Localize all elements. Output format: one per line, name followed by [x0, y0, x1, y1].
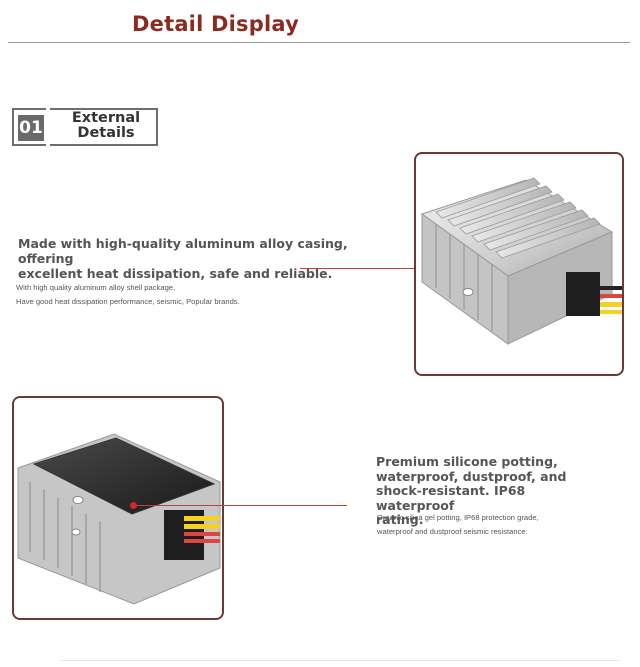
feature2-heading-line3: shock-resistant. IP68 waterproof: [376, 483, 526, 513]
feature1-sub-line1: With high quality aluminum alloy shell p…: [16, 283, 176, 292]
section-number: 01: [18, 115, 44, 141]
feature1-heading-line2: excellent heat dissipation, safe and rel…: [18, 266, 333, 281]
feature2-heading: Premium silicone potting, waterproof, du…: [376, 454, 606, 528]
label-text-frame: [50, 108, 158, 146]
header-divider: [8, 42, 630, 43]
feature2-heading-line1: Premium silicone potting,: [376, 454, 558, 469]
feature1-heading: Made with high-quality aluminum alloy ca…: [18, 236, 398, 281]
label-frame: [12, 108, 46, 146]
product-photo-top: [414, 152, 624, 376]
feature2-pointer-dot: [130, 502, 137, 509]
converter-top-illustration: [420, 177, 622, 345]
converter-bottom-illustration: [17, 433, 221, 605]
page-title: Detail Display: [132, 12, 299, 36]
footer-divider: [60, 660, 620, 661]
label-frame-bottom: [12, 144, 46, 146]
section-title: External Details: [60, 111, 152, 141]
feature2-pointer-line: [137, 505, 347, 506]
page-header: Detail Display: [0, 0, 640, 46]
section-title-line1: External: [71, 110, 141, 126]
feature2-sub-line1: Organic silica gel potting, IP68 protect…: [377, 513, 539, 522]
feature2-heading-line2: waterproof, dustproof, and: [376, 468, 567, 484]
section-title-line2: Details: [77, 125, 135, 141]
feature2-sub-line2: waterproof and dustproof seismic resista…: [377, 527, 528, 536]
feature2-heading-line4: rating.: [376, 512, 424, 527]
feature1-description: With high quality aluminum alloy shell p…: [16, 281, 356, 309]
feature2-description: Organic silica gel potting, IP68 protect…: [377, 511, 617, 539]
feature1-heading-line1: Made with high-quality aluminum alloy ca…: [18, 236, 348, 266]
product-photo-bottom: [12, 396, 224, 620]
feature1-pointer-line: [300, 268, 460, 269]
feature1-sub-line2: Have good heat dissipation performance, …: [16, 297, 240, 306]
section-label: 01 External Details: [12, 108, 160, 146]
